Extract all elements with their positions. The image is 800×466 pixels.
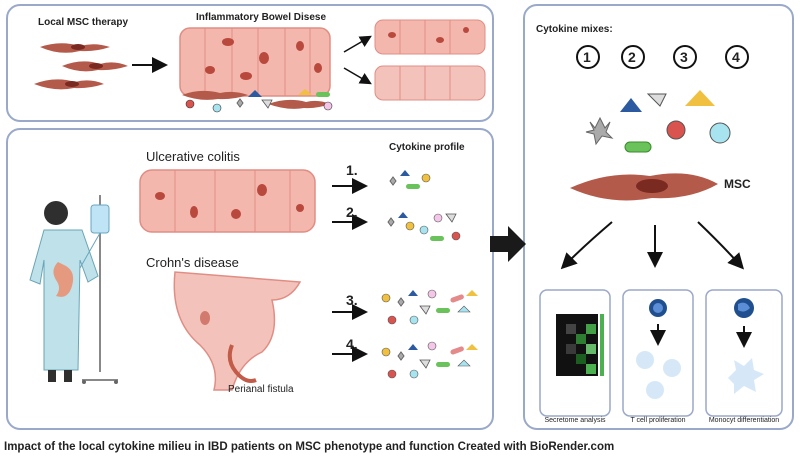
profile-number-4: 4. (346, 336, 358, 352)
profile-number-3: 3. (346, 292, 358, 308)
mix-number-4: 4 (732, 49, 740, 65)
local-msc-label: Local MSC therapy (38, 17, 129, 28)
patient-figure (29, 201, 99, 382)
outcome-label-secretome: Secretome analysis (544, 417, 606, 424)
profile-number-2: 2. (346, 204, 358, 220)
arrow-to-monocyte (697, 221, 745, 270)
uc-label: Ulcerative colitis (146, 149, 240, 164)
mix-cytokines (585, 90, 731, 153)
cytokine-profile-1 (389, 170, 431, 189)
arrow-to-colon-a (343, 35, 372, 53)
t-cells (636, 299, 681, 399)
msc-cell (570, 173, 718, 201)
cytokine-profile-3 (381, 289, 478, 325)
cytokine-profile-4 (381, 341, 478, 379)
msc-label: MSC (724, 177, 751, 191)
cytokine-profile-2 (387, 212, 461, 241)
figure-caption: Impact of the local cytokine milieu in I… (4, 441, 615, 453)
mix-circles (576, 45, 749, 69)
mix-number-2: 2 (628, 49, 636, 65)
ibd-label: Inflammatory Bowel Disese (196, 12, 327, 23)
fistula-label: Perianal fistula (228, 384, 294, 395)
colon-outcome-a (374, 19, 486, 55)
cd-label: Crohn's disease (146, 255, 239, 270)
monocytes (728, 298, 764, 394)
arrow-to-colon-b (343, 67, 372, 85)
outcome-box-monocyte (705, 289, 783, 417)
colon-outcome-b (374, 65, 486, 101)
crohns-rectum (173, 271, 302, 391)
big-arrow (490, 226, 526, 262)
mixes-label: Cytokine mixes: (536, 24, 613, 35)
msc-cell-group (34, 43, 128, 90)
iv-drip-stand (79, 195, 118, 384)
mix-number-3: 3 (680, 49, 688, 65)
cytokine-profile-label: Cytokine profile (389, 142, 465, 153)
outcome-label-monocyte: Monocyt differentiation (708, 417, 780, 424)
outcome-label-tcell: T cell proliferation (630, 417, 686, 424)
ulcerative-colitis-colon (139, 169, 316, 233)
inflamed-colon (179, 27, 331, 97)
secretome-heatmap (556, 314, 604, 376)
outcome-box-tcell (622, 289, 694, 417)
profile-number-1: 1. (346, 162, 358, 178)
arrow-to-secretome (560, 221, 613, 270)
mix-number-1: 1 (583, 49, 591, 65)
